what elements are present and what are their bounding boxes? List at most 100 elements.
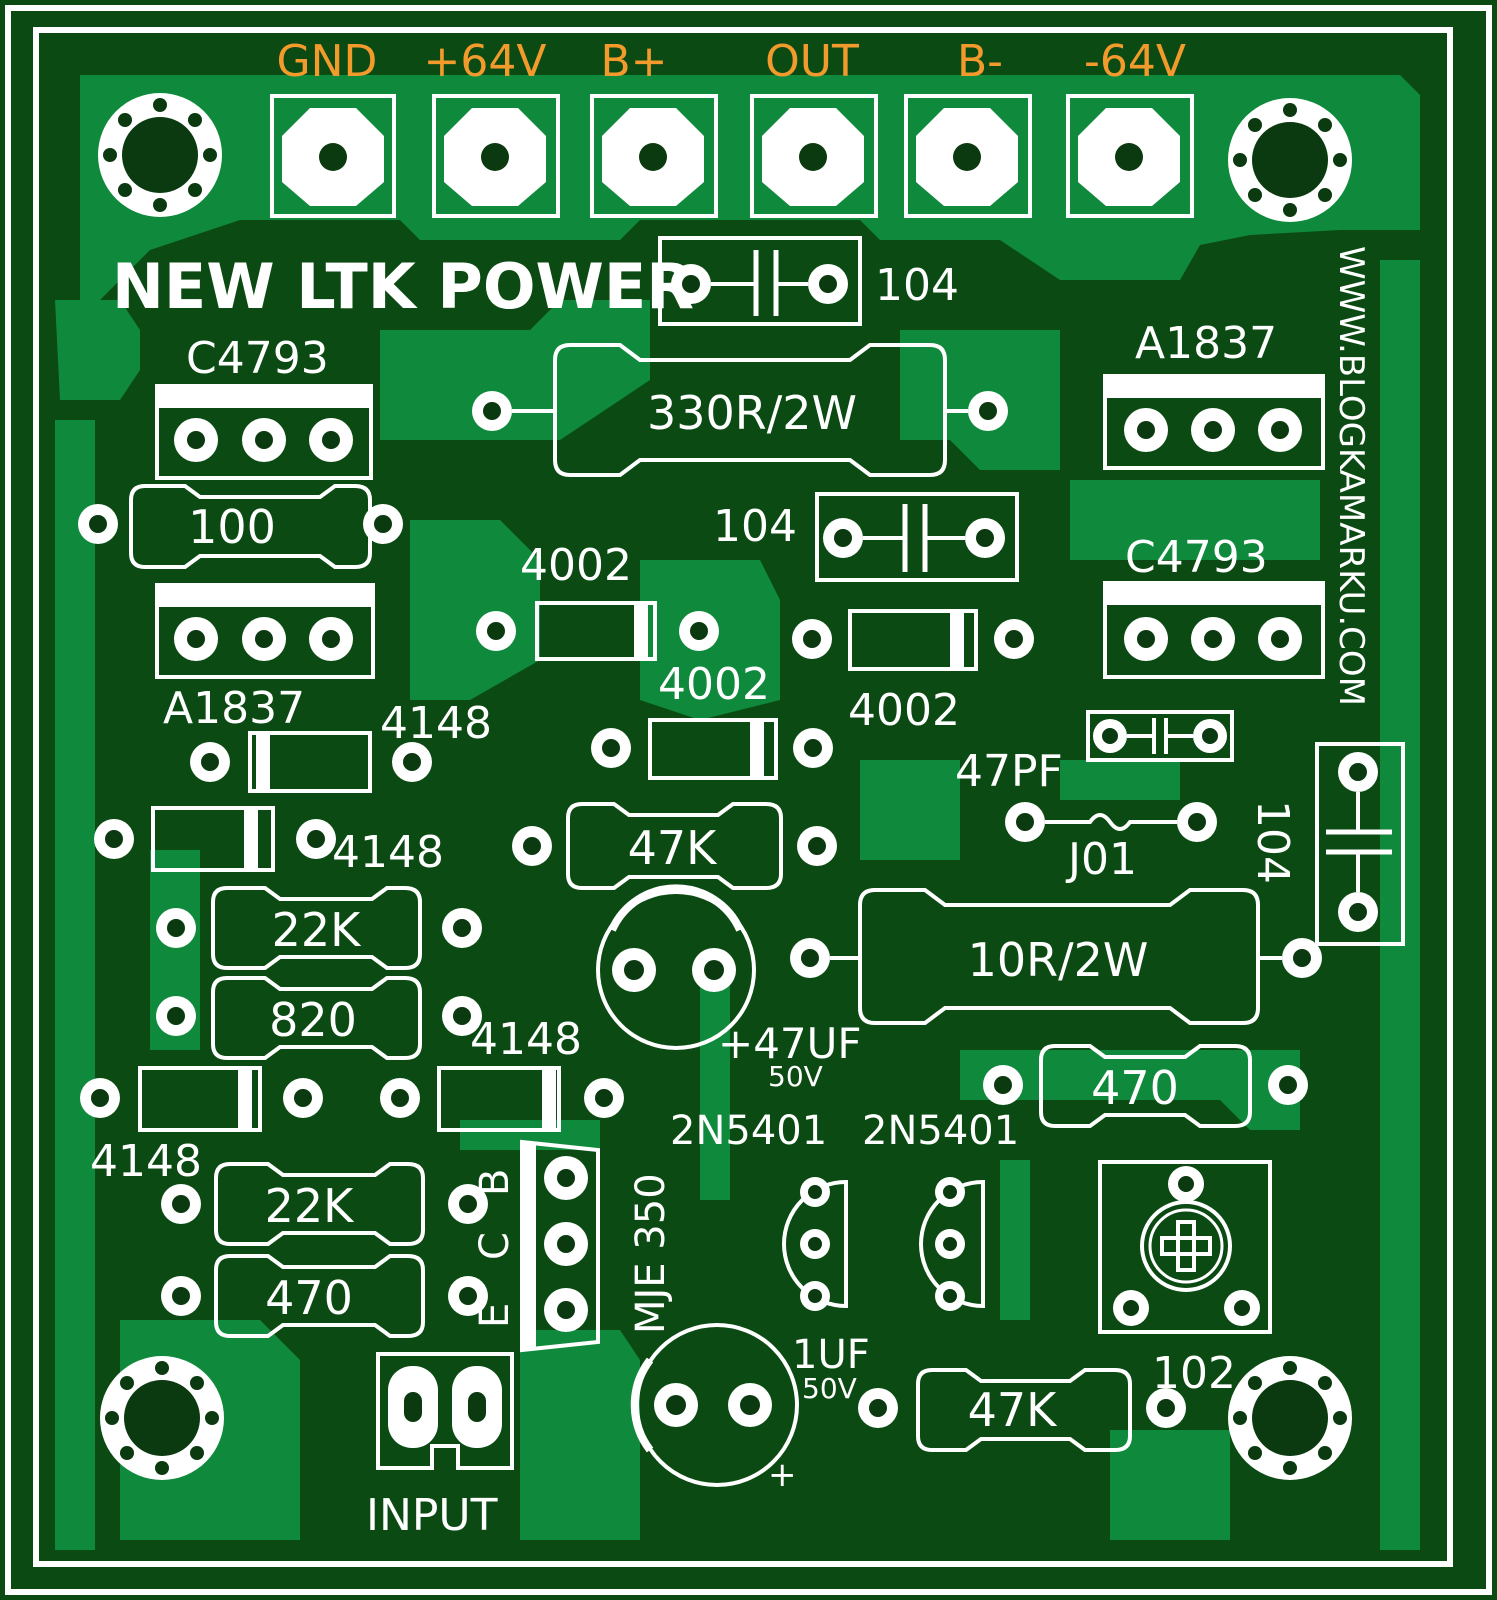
cap-1uf-volt: 50V <box>802 1372 857 1405</box>
copper-left-region <box>55 300 140 400</box>
diode-4002-b-label: 4002 <box>848 685 960 736</box>
terminal-b-minus <box>904 94 1032 218</box>
cap-1uf-label: 1UF <box>792 1332 870 1378</box>
transistor-mje350 <box>520 1139 600 1353</box>
transistor-a1837-left <box>155 583 375 679</box>
diode-4148-c <box>380 1066 624 1132</box>
copper-trace-5 <box>860 760 960 860</box>
terminal-labels: GND +64V B+ OUT B- -64V <box>277 36 1186 87</box>
diode-4148-a-label: 4148 <box>380 698 492 749</box>
res-47k-mid-label: 47K <box>628 821 719 875</box>
transistor-a1837-right-label: A1837 <box>1135 318 1277 369</box>
terminal-label-minus-64v: -64V <box>1084 36 1186 87</box>
diode-4148-c-label: 4148 <box>470 1014 582 1065</box>
res-22k-a <box>156 886 482 970</box>
transistor-2n5401-a-label: 2N5401 <box>670 1108 827 1154</box>
board-title: NEW LTK POWER <box>112 250 694 323</box>
copper-bottom-right-2 <box>1110 1430 1230 1540</box>
copper-center-left <box>410 520 540 700</box>
cap-47uf-label: +47UF <box>718 1019 862 1068</box>
transistor-2n5401-b <box>919 1177 985 1311</box>
res-470-right <box>983 1044 1308 1128</box>
terminal-label-b-plus: B+ <box>600 36 667 87</box>
transistor-2n5401-b-label: 2N5401 <box>862 1108 1019 1154</box>
copper-bottom-center <box>520 1330 640 1540</box>
copper-bottom-right <box>960 1050 1300 1130</box>
res-100 <box>78 484 403 569</box>
terminal-out <box>750 94 878 218</box>
res-470-right-label: 470 <box>1091 1061 1179 1115</box>
cap-1uf-plus: + <box>768 1455 797 1495</box>
res-330r <box>472 343 1008 477</box>
mounting-hole-br <box>1228 1356 1352 1480</box>
res-47k-bottom-label: 47K <box>968 1383 1059 1437</box>
transistor-a1837-left-label: A1837 <box>163 683 305 734</box>
transistor-a1837-right <box>1103 374 1325 470</box>
res-22k-b-label: 22K <box>265 1179 356 1233</box>
diode-4002-c-label: 4002 <box>658 659 770 710</box>
res-22k-a-label: 22K <box>272 903 363 957</box>
cap-47pf <box>1086 710 1234 762</box>
diode-4148-a <box>190 731 432 793</box>
terminal-label-out: OUT <box>765 36 859 87</box>
diode-4002-a <box>476 601 719 661</box>
cap-104-top-label: 104 <box>875 260 959 311</box>
diode-4148-b-label: 4148 <box>332 827 444 878</box>
transistor-c4793-left-label: C4793 <box>186 333 329 384</box>
copper-vertical-trace-1 <box>700 980 730 1200</box>
mounting-hole-tr <box>1228 98 1352 222</box>
cap-102-label: 102 <box>1152 1348 1236 1399</box>
diode-4148-d <box>80 1066 323 1132</box>
res-10r <box>790 888 1322 1025</box>
terminal-plus-64v <box>432 94 560 218</box>
transistor-c4793-right-label: C4793 <box>1125 532 1268 583</box>
cap-1uf <box>630 1323 799 1487</box>
terminal-label-b-minus: B- <box>957 36 1003 87</box>
res-47k-mid <box>512 802 837 890</box>
transistor-c4793-right <box>1103 581 1325 679</box>
transistor-c4793-left <box>155 384 373 480</box>
copper-right-mid <box>1070 480 1320 560</box>
res-330r-label: 330R/2W <box>647 386 857 440</box>
cap-47pf-label: 47PF <box>955 746 1063 797</box>
copper-right-rail <box>1380 260 1420 1550</box>
pin-b-label: B <box>472 1169 518 1196</box>
cap-104-right <box>1315 742 1405 946</box>
diode-4002-b <box>792 609 1034 671</box>
jumper-j01-label: J01 <box>1065 834 1137 885</box>
board-inner-border <box>33 27 1453 1567</box>
mounting-hole-tl <box>98 93 222 217</box>
input-connector <box>376 1352 514 1470</box>
copper-trace-4 <box>460 1120 600 1150</box>
copper-left-rail <box>55 420 95 1550</box>
res-820-label: 820 <box>269 993 357 1047</box>
diode-4148-b <box>94 806 336 872</box>
cap-104-right-label: 104 <box>1247 800 1298 884</box>
terminal-gnd <box>270 94 396 218</box>
website-label: WWW.BLOGKAMARKU.COM <box>1331 246 1371 706</box>
terminal-blocks <box>270 94 1194 218</box>
cap-104-top <box>658 236 862 326</box>
cap-104-mid <box>815 492 1019 582</box>
res-47k-bottom <box>858 1368 1186 1452</box>
res-470-left <box>161 1254 488 1338</box>
res-100-label: 100 <box>188 500 276 554</box>
res-22k-b <box>161 1162 488 1246</box>
terminal-b-plus <box>590 94 718 218</box>
transistor-mje350-label: MJE 350 <box>628 1173 674 1334</box>
res-470-left-label: 470 <box>265 1271 353 1325</box>
pin-c-label: C <box>472 1232 518 1260</box>
diode-4002-c <box>591 718 833 780</box>
cap-47uf-volt: 50V <box>768 1060 823 1093</box>
input-label: INPUT <box>366 1490 498 1541</box>
diode-4002-a-label: 4002 <box>520 540 632 591</box>
res-820 <box>156 976 482 1060</box>
board-outer-border <box>5 5 1492 1595</box>
res-10r-label: 10R/2W <box>968 933 1149 987</box>
terminal-minus-64v <box>1066 94 1194 218</box>
copper-mid-block-1 <box>380 300 650 440</box>
transistor-2n5401-a <box>782 1177 848 1311</box>
jumper-j01 <box>1005 802 1217 842</box>
mounting-hole-bl <box>100 1356 224 1480</box>
